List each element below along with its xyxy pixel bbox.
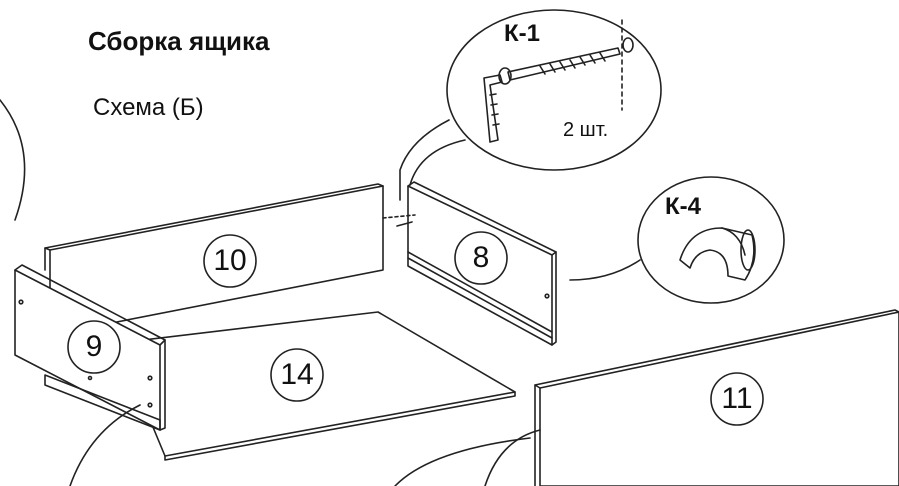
part-label-circle-14: [270, 348, 324, 402]
leader-line: [484, 429, 541, 486]
scheme-label: Схема (Б): [93, 94, 204, 121]
callout-k1: [399, 9, 662, 201]
callout-k4: [569, 176, 785, 304]
part-label-circle-11: [710, 372, 764, 426]
part-number-11: 11: [721, 382, 753, 415]
part-number-8: 8: [472, 241, 490, 274]
part-number-14: 14: [280, 358, 314, 391]
k1-quantity: 2 шт.: [563, 119, 609, 141]
k1-label: К-1: [504, 20, 540, 47]
leader-line: [394, 437, 531, 486]
part-number-10: 10: [213, 244, 247, 277]
confirmat-screw-icon: [498, 19, 634, 111]
part-number-9: 9: [85, 330, 103, 363]
diagram-title: Сборка ящика: [88, 26, 270, 56]
offpage-callout-circle: [0, 99, 26, 221]
cam-cap-icon: [679, 227, 756, 281]
k4-label: К-4: [665, 193, 701, 220]
hex-key-icon: [483, 74, 503, 143]
leader-line: [69, 404, 141, 486]
part-label-circle-10: [203, 234, 257, 288]
part-label-circle-9: [67, 320, 121, 374]
part-label-circle-8: [454, 231, 508, 285]
